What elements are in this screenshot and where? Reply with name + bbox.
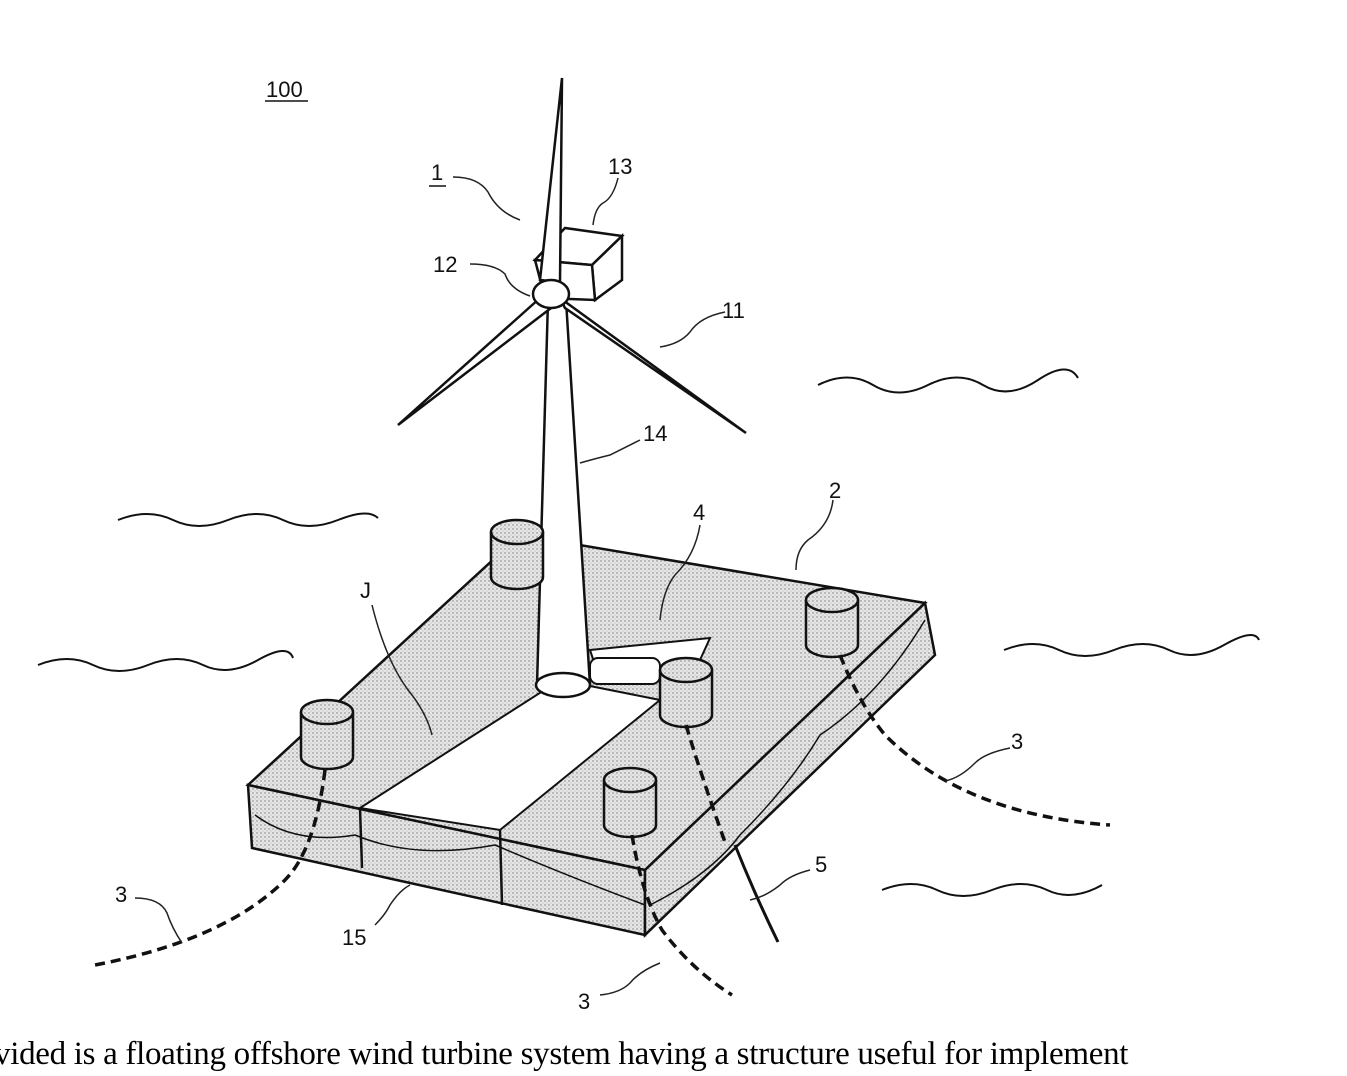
buoy	[806, 588, 858, 657]
power-cable	[735, 845, 778, 942]
label-mooring-left: 3	[115, 882, 127, 907]
label-cable: 5	[815, 852, 827, 877]
label-blade: 11	[722, 298, 745, 323]
tower	[536, 300, 590, 697]
label-mooring-front: 3	[578, 989, 590, 1014]
buoy	[301, 700, 353, 769]
label-turbine: 1	[431, 160, 443, 185]
buoy	[491, 520, 543, 589]
label-connector: 4	[693, 500, 705, 525]
label-joint: J	[360, 578, 371, 603]
hub	[533, 280, 569, 308]
label-nacelle: 13	[608, 154, 632, 179]
label-hub: 12	[433, 252, 457, 277]
buoy	[604, 768, 656, 837]
label-float-body: 15	[342, 925, 366, 950]
buoy	[660, 658, 712, 727]
label-ref-100: 100	[266, 77, 303, 102]
connector	[590, 658, 660, 684]
abstract-caption: vided is a floating offshore wind turbin…	[0, 1036, 1128, 1073]
label-mooring-right: 3	[1011, 729, 1023, 754]
label-platform: 2	[829, 478, 841, 503]
label-tower: 14	[643, 421, 667, 446]
